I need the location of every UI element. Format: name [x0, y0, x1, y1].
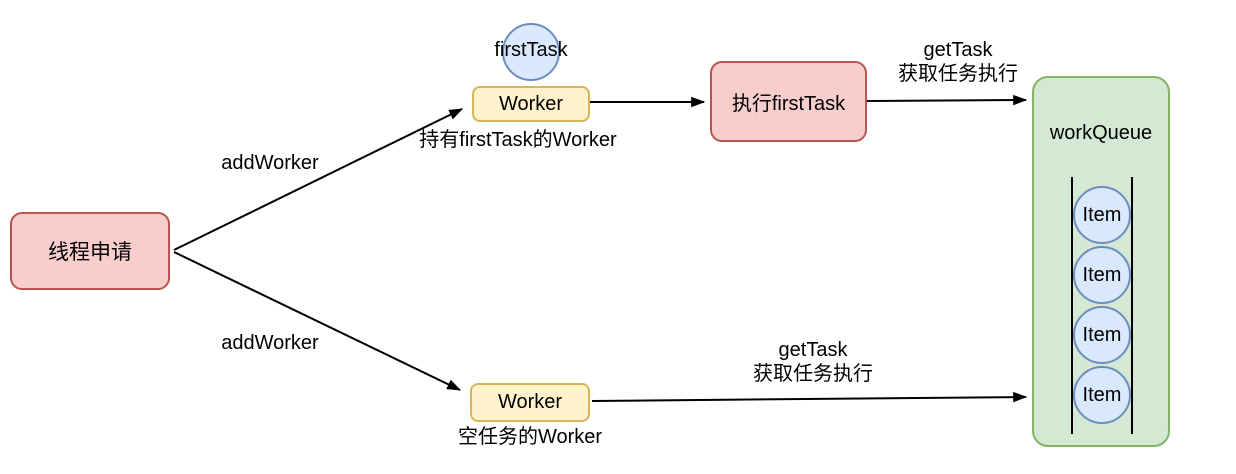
- queue-item-label: Item: [1082, 263, 1122, 286]
- edge-label-get-task-top-line1: getTask: [923, 39, 993, 61]
- edge-label-get-task-bottom-line2: 获取任务执行: [753, 363, 873, 385]
- queue-item: Item: [1073, 306, 1131, 364]
- node-worker-top: Worker: [472, 86, 590, 122]
- edge-label-add-worker-bottom: addWorker: [221, 332, 319, 354]
- queue-item: Item: [1073, 246, 1131, 304]
- edge-label-get-task-bottom: getTask 获取任务执行: [733, 338, 893, 386]
- node-execute-first-task: 执行firstTask: [710, 61, 867, 142]
- edge-label-get-task-top: getTask 获取任务执行: [878, 38, 1038, 86]
- caption-worker-top: 持有firstTask的Worker: [419, 129, 617, 151]
- edge-label-get-task-bottom-line1: getTask: [778, 339, 848, 361]
- queue-channel: [1071, 177, 1133, 434]
- node-thread-request: 线程申请: [10, 212, 170, 290]
- node-worker-bottom: Worker: [470, 383, 590, 422]
- node-work-queue: workQueue Item Item Item Item: [1032, 76, 1170, 447]
- arrow-get-task-bottom: [591, 391, 1028, 403]
- queue-item-label: Item: [1082, 383, 1122, 406]
- queue-item-label: Item: [1082, 203, 1122, 226]
- node-worker-bottom-label: Worker: [497, 391, 563, 413]
- arrow-get-task-top: [866, 94, 1028, 106]
- queue-item: Item: [1073, 186, 1131, 244]
- edge-label-get-task-top-line2: 获取任务执行: [898, 63, 1018, 85]
- queue-item-label: Item: [1082, 323, 1122, 346]
- work-queue-title: workQueue: [1049, 122, 1153, 144]
- caption-worker-bottom: 空任务的Worker: [457, 426, 603, 448]
- arrow-add-worker-bottom: [173, 251, 462, 391]
- edge-label-add-worker-top: addWorker: [221, 152, 319, 174]
- node-first-task-circle: [502, 23, 560, 81]
- queue-item: Item: [1073, 366, 1131, 424]
- node-worker-top-label: Worker: [498, 92, 564, 115]
- arrow-add-worker-top: [173, 108, 464, 251]
- node-thread-request-label: 线程申请: [48, 241, 132, 264]
- node-execute-first-task-label: 执行firstTask: [731, 93, 846, 115]
- node-first-task-label: firstTask: [494, 39, 568, 61]
